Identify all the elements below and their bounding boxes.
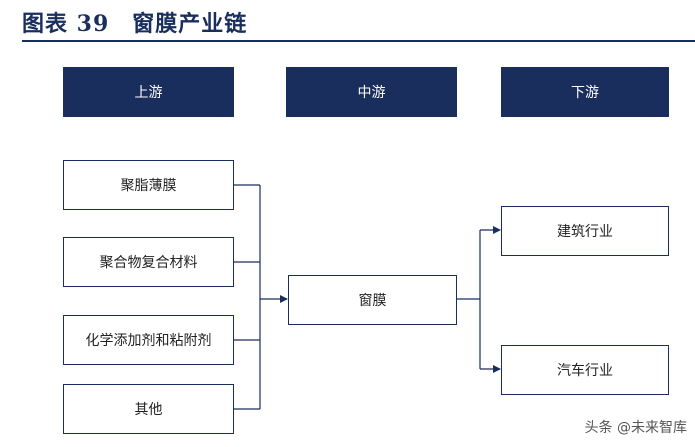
upstream-node-polymer-composite: 聚合物复合材料 — [63, 237, 234, 287]
title-divider — [22, 40, 695, 42]
downstream-node-construction: 建筑行业 — [501, 206, 669, 256]
downstream-node-automotive: 汽车行业 — [501, 345, 669, 395]
stage-header-upstream: 上游 — [63, 67, 234, 117]
stage-header-downstream: 下游 — [501, 67, 669, 117]
watermark-text: 头条 @未来智库 — [584, 420, 687, 436]
figure-title: 图表 39 窗膜产业链 — [22, 11, 248, 37]
upstream-node-chemical-additives: 化学添加剂和粘附剂 — [63, 315, 234, 365]
stage-header-midstream: 中游 — [286, 67, 457, 117]
upstream-node-other: 其他 — [63, 384, 234, 434]
upstream-node-polyester-film: 聚脂薄膜 — [63, 160, 234, 210]
midstream-node-window-film: 窗膜 — [288, 275, 457, 325]
